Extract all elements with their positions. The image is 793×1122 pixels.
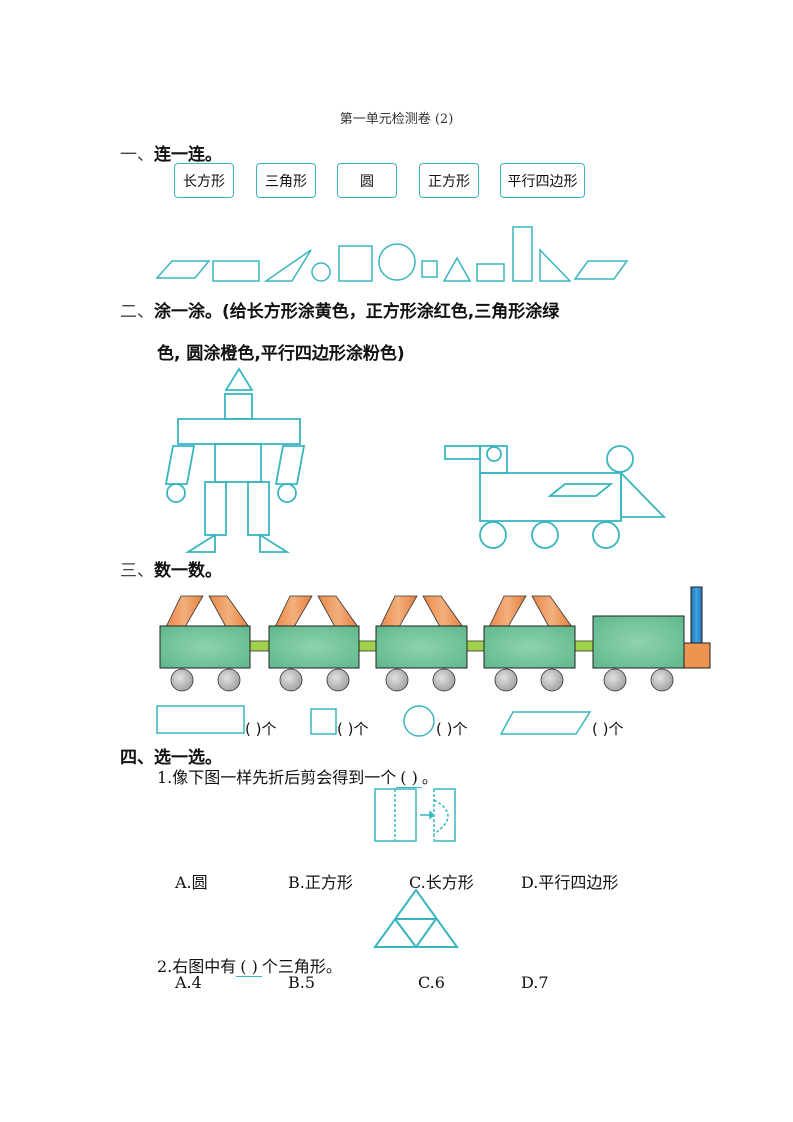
cart-1 bbox=[159, 625, 251, 669]
cart-3 bbox=[375, 625, 468, 669]
robot-right-hand[interactable] bbox=[277, 483, 297, 503]
bird-cart-figure bbox=[444, 445, 667, 549]
triangle-count-diagram bbox=[373, 888, 459, 948]
bird-wing-parallelogram[interactable] bbox=[547, 483, 614, 497]
q2-option-b[interactable]: B.5 bbox=[288, 973, 316, 992]
label-rectangle[interactable]: 长方形 bbox=[174, 163, 234, 198]
count-square-icon bbox=[310, 708, 337, 735]
section-number: 一、 bbox=[120, 145, 154, 165]
count-rectangle-icon bbox=[156, 705, 245, 734]
shape-circle-small[interactable] bbox=[311, 262, 331, 282]
q1-option-d[interactable]: D.平行四边形 bbox=[521, 873, 619, 892]
count-circle-icon bbox=[403, 705, 435, 737]
question-2-suffix: 个三角形。 bbox=[261, 957, 342, 976]
wheel bbox=[603, 668, 627, 692]
q1-option-b[interactable]: B.正方形 bbox=[288, 873, 353, 892]
wheel bbox=[650, 668, 674, 692]
label-square[interactable]: 正方形 bbox=[419, 163, 479, 198]
question-2-blank[interactable]: ( ) bbox=[236, 957, 262, 977]
engine-body bbox=[592, 615, 685, 669]
section-4-heading: 四、选一选。 bbox=[120, 743, 222, 768]
section-title: 涂一涂。 bbox=[154, 302, 222, 322]
label-circle[interactable]: 圆 bbox=[337, 163, 397, 198]
shape-rectangle-1[interactable] bbox=[212, 260, 260, 282]
robot-right-leg[interactable] bbox=[247, 481, 270, 536]
question-1: 1.像下图一样先折后剪会得到一个( )。 bbox=[157, 764, 438, 788]
shape-triangle-right[interactable] bbox=[539, 248, 572, 282]
shape-square-small[interactable] bbox=[421, 260, 438, 278]
count-parallelogram-answer[interactable]: ( )个 bbox=[592, 720, 624, 738]
instruction-line-2: 色, 圆涂橙色,平行四边形涂粉色) bbox=[157, 344, 405, 364]
bird-tail-triangle[interactable] bbox=[620, 470, 667, 518]
robot-left-hand[interactable] bbox=[166, 483, 186, 503]
wheel bbox=[494, 668, 518, 692]
robot-figure bbox=[164, 367, 306, 553]
shape-square-large[interactable] bbox=[338, 245, 373, 282]
section-title: 连一连。 bbox=[154, 145, 222, 165]
shape-triangle-obtuse[interactable] bbox=[263, 249, 312, 282]
section-2-heading: 二、涂一涂。(给长方形涂黄色，正方形涂红色,三角形涂绿 bbox=[120, 297, 559, 322]
fold-cut-diagram bbox=[374, 788, 456, 842]
robot-right-foot[interactable] bbox=[259, 533, 291, 553]
question-2: 2.右图中有( )个三角形。 bbox=[157, 953, 342, 977]
count-rectangle-answer[interactable]: ( )个 bbox=[245, 720, 277, 738]
section-1-heading: 一、连一连。 bbox=[120, 140, 222, 165]
count-shapes bbox=[156, 705, 592, 737]
shape-rectangle-tall[interactable] bbox=[512, 226, 533, 282]
section-title: 数一数。 bbox=[154, 561, 222, 581]
bird-wheel-2[interactable] bbox=[531, 521, 559, 549]
shape-triangle[interactable] bbox=[442, 256, 472, 282]
section-1-shapes bbox=[155, 226, 629, 282]
robot-right-arm[interactable] bbox=[274, 445, 306, 485]
question-1-blank[interactable]: ( ) bbox=[396, 768, 422, 788]
q1-option-a[interactable]: A.圆 bbox=[175, 873, 208, 892]
robot-head-triangle[interactable] bbox=[224, 367, 254, 391]
train-figure bbox=[159, 586, 711, 692]
question-1-suffix: 。 bbox=[421, 768, 438, 787]
wheel bbox=[326, 668, 350, 692]
wheel bbox=[217, 668, 241, 692]
q2-option-c[interactable]: C.6 bbox=[418, 973, 445, 992]
count-square-answer[interactable]: ( )个 bbox=[337, 720, 369, 738]
wheel bbox=[432, 668, 456, 692]
engine-front bbox=[683, 642, 711, 669]
section-title: 选一选。 bbox=[154, 748, 222, 768]
label-parallelogram[interactable]: 平行四边形 bbox=[500, 163, 585, 198]
wheel bbox=[170, 668, 194, 692]
robot-left-arm[interactable] bbox=[164, 445, 196, 485]
bird-tail-circle[interactable] bbox=[606, 445, 634, 473]
q1-option-c[interactable]: C.长方形 bbox=[409, 873, 474, 892]
q2-option-a[interactable]: A.4 bbox=[175, 973, 202, 992]
count-circle-answer[interactable]: ( )个 bbox=[436, 720, 468, 738]
question-1-text: 1.像下图一样先折后剪会得到一个 bbox=[157, 768, 397, 787]
robot-left-foot[interactable] bbox=[184, 533, 216, 553]
shape-rectangle-small[interactable] bbox=[476, 263, 505, 282]
question-2-text: 2.右图中有 bbox=[157, 957, 237, 976]
page-title: 第一单元检测卷 (2) bbox=[339, 112, 454, 127]
q2-option-d[interactable]: D.7 bbox=[521, 973, 549, 992]
section-number: 二、 bbox=[120, 302, 154, 322]
wheel bbox=[385, 668, 409, 692]
section-3-heading: 三、数一数。 bbox=[120, 556, 222, 581]
shape-parallelogram-1[interactable] bbox=[155, 260, 211, 279]
robot-body-rect[interactable] bbox=[214, 443, 262, 483]
cart-2 bbox=[268, 625, 360, 669]
instruction-line-1: (给长方形涂黄色，正方形涂红色,三角形涂绿 bbox=[222, 302, 560, 322]
label-triangle[interactable]: 三角形 bbox=[256, 163, 316, 198]
count-parallelogram-icon bbox=[499, 711, 592, 735]
bird-wheel-3[interactable] bbox=[592, 521, 620, 549]
bird-wheel-1[interactable] bbox=[479, 521, 507, 549]
shape-circle-large[interactable] bbox=[378, 243, 416, 281]
section-number: 四、 bbox=[120, 748, 154, 768]
wheel bbox=[279, 668, 303, 692]
cart-4 bbox=[483, 625, 576, 669]
section-number: 三、 bbox=[120, 561, 154, 581]
shape-parallelogram-2[interactable] bbox=[573, 260, 629, 280]
cut-arc bbox=[433, 799, 449, 835]
wheel bbox=[540, 668, 564, 692]
bird-eye-circle[interactable] bbox=[486, 446, 502, 462]
